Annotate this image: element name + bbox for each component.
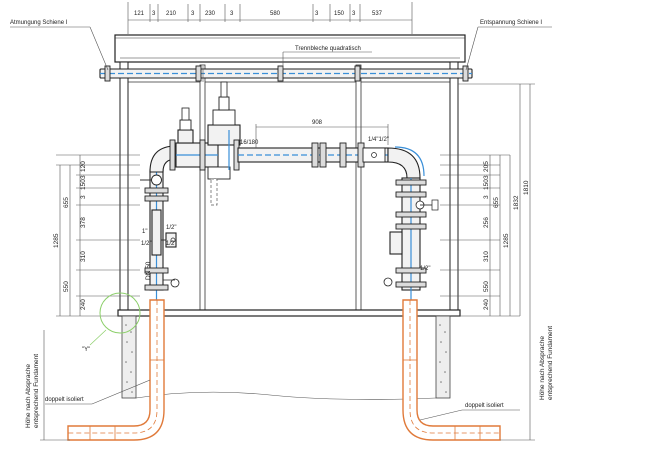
right-dim-256: 256 — [483, 217, 490, 228]
post-right — [355, 64, 362, 315]
left-dim-378: 378 — [80, 217, 87, 228]
label-y: "Y" — [82, 347, 90, 353]
label-doppelt-right: doppelt isoliert — [465, 403, 504, 409]
label-hoehe-left-2: entsprechend Fundament — [33, 354, 40, 428]
dim-230: 230 — [205, 11, 216, 17]
cabinet-roof — [114, 34, 466, 63]
left-dim-550: 550 — [63, 281, 70, 292]
left-dim-3a: 3 — [80, 175, 87, 179]
dim-908: 908 — [312, 120, 323, 126]
horizontal-pipe: 908 — [237, 120, 389, 168]
label-thread-half-d: 1/2" — [420, 266, 430, 272]
label-doppelt-left: doppelt isoliert — [45, 397, 84, 403]
foundation-right — [435, 315, 451, 399]
dim-150: 150 — [334, 11, 345, 17]
floor-plate — [117, 309, 461, 317]
right-dim-150: 150 — [483, 179, 490, 190]
left-dim-655: 655 — [63, 197, 70, 208]
foundation — [121, 315, 451, 400]
label-trennbleche: Trennbleche quadratisch — [295, 46, 361, 52]
right-dim-1285: 1285 — [503, 233, 510, 248]
label-thread-1: 1" — [142, 229, 147, 235]
top-rail — [99, 65, 473, 82]
post-left — [199, 64, 206, 315]
dim-3e: 3 — [352, 11, 356, 17]
label-atmung: Atmungung Schiene I — [10, 20, 68, 26]
left-dim-310: 310 — [80, 251, 87, 262]
label-hoehe-left-1: Höhe nach Absprache — [25, 364, 32, 428]
left-dimension-chain: 1285 655 120 3 150 3 378 310 550 240 — [53, 154, 140, 317]
right-dim-3a: 3 — [483, 175, 490, 179]
label-thread-half-c: 1/2" — [166, 241, 176, 247]
dim-3c: 3 — [230, 11, 234, 17]
dim-121: 121 — [134, 11, 145, 17]
label-dn-left: DN 50 — [145, 261, 152, 280]
left-dim-240: 240 — [80, 299, 87, 310]
right-dim-310: 310 — [483, 251, 490, 262]
dim-3d: 3 — [315, 11, 319, 17]
right-dim-1810: 1810 — [523, 180, 530, 195]
label-thread-half-a: 1/2" — [166, 225, 176, 231]
right-dimension-chain: 205 3 150 3 256 310 550 240 655 1285 183… — [440, 83, 535, 441]
dim-580: 580 — [270, 11, 281, 17]
left-underground-pipe — [67, 299, 165, 441]
dim-210: 210 — [166, 11, 177, 17]
right-dim-655: 655 — [493, 197, 500, 208]
label-thread-right: 1/4"1/2" — [368, 137, 389, 143]
left-dim-3b: 3 — [80, 195, 87, 199]
dim-537: 537 — [372, 11, 383, 17]
left-valve-assembly — [140, 81, 241, 300]
dim-3b: 3 — [191, 11, 195, 17]
dim-3a: 3 — [152, 11, 156, 17]
detail-y-circle — [99, 292, 141, 334]
label-entspannung: Entspannung Schiene I — [480, 20, 542, 26]
label-hoehe-right-2: entsprechend Fundament — [547, 326, 554, 400]
right-dim-1832: 1832 — [513, 195, 520, 210]
right-dim-3b: 3 — [483, 195, 490, 199]
left-dim-150: 150 — [80, 179, 87, 190]
foundation-left — [121, 315, 137, 399]
right-underground-pipe — [402, 299, 501, 441]
top-dimension-chain: 121 3 210 3 230 3 580 3 150 3 537 — [127, 2, 413, 34]
right-valve-assembly — [362, 146, 439, 300]
label-thread-half-b: 1/2" — [141, 241, 151, 247]
left-dim-120: 120 — [80, 161, 87, 172]
label-thread-16: 16/180 — [240, 140, 259, 146]
left-dim-1285: 1285 — [53, 233, 60, 248]
annotations: Atmungung Schiene I Entspannung Schiene … — [10, 20, 554, 441]
label-hoehe-right-1: Höhe nach Absprache — [539, 336, 546, 400]
right-dim-205: 205 — [483, 161, 490, 172]
right-dim-240: 240 — [483, 299, 490, 310]
right-dim-550: 550 — [483, 281, 490, 292]
